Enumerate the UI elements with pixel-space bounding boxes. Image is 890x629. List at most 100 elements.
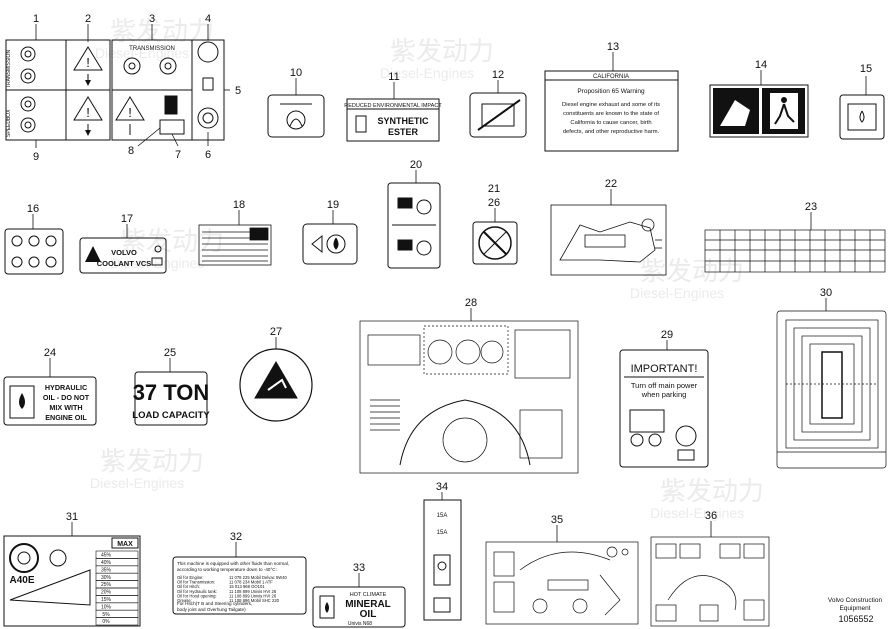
d33-line1: HOT CLIMATE xyxy=(350,592,387,598)
d24-line1: HYDRAULIC xyxy=(45,383,87,392)
decal-18 xyxy=(198,224,272,266)
fluid-value: 11 078 234 Mobil 1 ATF xyxy=(229,580,273,585)
grade-row-label: 30% xyxy=(101,575,112,581)
d32-fluid-rows: Oil for Engine: 11 078 225 Mobil Delvac 5… xyxy=(177,575,288,603)
decal-33: HOT CLIMATE MINERAL OIL Univis N68 xyxy=(312,586,406,628)
grade-row-label: 40% xyxy=(101,560,112,566)
watermark-cn: 紫发动力 xyxy=(110,16,214,46)
grade-row-cell xyxy=(95,617,139,626)
callout-34: 34 xyxy=(436,481,448,493)
grade-row-label: 5% xyxy=(102,612,110,618)
d31-max-header: MAX xyxy=(117,541,133,548)
callout-14: 14 xyxy=(755,59,767,71)
callout-26: 26 xyxy=(488,197,500,209)
decal-30 xyxy=(776,310,887,469)
d34-fuse2: 15A xyxy=(437,530,448,536)
fluid-value: 11 078 225 Mobil Delvac 5W40 xyxy=(229,575,288,580)
d29-line1: Turn off main power xyxy=(631,381,698,390)
d24-line3: MIX WITH xyxy=(49,403,82,412)
decal-17: ! VOLVO COOLANT VCS xyxy=(79,237,167,274)
footer-block: Volvo Construction Equipment 1056552 xyxy=(828,597,883,624)
d31-model: A40E xyxy=(9,575,34,586)
d31-grade-table: 45%40%35%30%25%20%15%10%5%0% xyxy=(95,550,139,626)
callout-30: 30 xyxy=(820,287,832,299)
callout-3: 3 xyxy=(149,13,155,25)
callout-16: 16 xyxy=(27,203,39,215)
callout-9: 9 xyxy=(33,151,39,163)
d25-line1: 37 TON xyxy=(133,380,210,405)
decal-35 xyxy=(485,541,639,625)
watermark-en: Diesel-Engines xyxy=(630,285,724,301)
decal-12 xyxy=(469,92,527,138)
watermark-en: Diesel-Engines xyxy=(380,65,474,81)
decal-15 xyxy=(839,94,885,140)
decal-24: HYDRAULIC OIL - DO NOT MIX WITH ENGINE O… xyxy=(3,376,97,426)
callout-36: 36 xyxy=(705,510,717,522)
d32-intro2: according to working temperature down to… xyxy=(177,567,277,572)
callout-19: 19 xyxy=(327,199,339,211)
callout-6: 6 xyxy=(205,149,211,161)
d11-line1: REDUCED ENVIRONMENTAL IMPACT xyxy=(344,103,442,109)
transmission-box-title: TRANSMISSION xyxy=(129,46,175,52)
d13-line2: constituents are known to the state of xyxy=(563,111,659,117)
callout-7: 7 xyxy=(175,149,181,161)
watermark-en: Diesel-Engines xyxy=(650,505,744,521)
grade-row-label: 10% xyxy=(101,604,112,610)
decal-13: CALIFORNIA Proposition 65 Warning Diesel… xyxy=(544,70,679,152)
grade-row-label: 45% xyxy=(101,553,112,559)
grade-row-label: 35% xyxy=(101,567,112,573)
decal-36 xyxy=(650,536,770,627)
d17-line2: COOLANT VCS xyxy=(97,259,152,268)
callout-24: 24 xyxy=(44,347,56,359)
d13-line3: California to cause cancer, birth xyxy=(570,120,651,126)
callout-33: 33 xyxy=(353,562,365,574)
fluid-label: Oil for Engine: xyxy=(177,575,204,580)
d32-footer1: For Hitch(T B and Steering cylinders, xyxy=(177,601,252,606)
callout-31: 31 xyxy=(66,511,78,523)
footer-company-2: Equipment xyxy=(839,605,870,612)
d34-fuse1: 15A xyxy=(437,513,448,519)
callout-20: 20 xyxy=(410,159,422,171)
decal-29: IMPORTANT! Turn off main power when park… xyxy=(619,349,709,468)
callout-23: 23 xyxy=(805,201,817,213)
decal-11: REDUCED ENVIRONMENTAL IMPACT SYNTHETIC E… xyxy=(344,98,442,142)
decal-25: 37 TON LOAD CAPACITY xyxy=(132,371,210,426)
decal-20 xyxy=(387,182,441,269)
grade-row-label: 25% xyxy=(101,582,112,588)
callout-12: 12 xyxy=(492,69,504,81)
d32-intro1: This machine is equipped with other flui… xyxy=(177,561,289,566)
d13-subtitle: Proposition 65 Warning xyxy=(577,88,645,95)
fluid-value: 15 013 968 GO101 xyxy=(229,584,265,589)
d33-line4: Univis N68 xyxy=(348,621,372,627)
svg-text:!: ! xyxy=(128,105,132,120)
d32-footer2: body joint and Overhung Tailgate) xyxy=(177,607,246,612)
watermark-cn: 紫发动力 xyxy=(640,256,744,286)
d17-line1: VOLVO xyxy=(111,248,137,257)
grade-row-label: 20% xyxy=(101,590,112,596)
svg-text:!: ! xyxy=(86,55,90,70)
watermark-en: Diesel-Engines xyxy=(95,45,189,61)
decal-10 xyxy=(267,94,325,138)
callout-15: 15 xyxy=(860,63,872,75)
d13-title: CALIFORNIA xyxy=(593,74,629,80)
callout-8: 8 xyxy=(128,145,134,157)
side-label-transmission: TRANSMISSION xyxy=(6,50,12,88)
callout-11: 11 xyxy=(388,71,399,83)
side-label-speedbox: SPEEDBOX xyxy=(6,109,12,137)
callout-32: 32 xyxy=(230,531,242,543)
decal-31: A40E MAX 45%40%35%30%25%20%15%10%5%0% xyxy=(3,535,141,627)
callout-22: 22 xyxy=(605,178,617,190)
d25-line2: LOAD CAPACITY xyxy=(132,410,210,421)
decal-21-26 xyxy=(472,221,518,265)
svg-text:!: ! xyxy=(86,105,90,120)
decal-14 xyxy=(709,84,809,138)
watermark-cn: 紫发动力 xyxy=(660,476,764,506)
callout-17: 17 xyxy=(121,213,133,225)
callout-35: 35 xyxy=(551,514,563,526)
fluid-label: Oil for Hydraulic tank: xyxy=(177,589,217,594)
callout-25: 25 xyxy=(164,347,176,359)
fluid-value: 11 108 899 Univis HVI 26 xyxy=(229,589,277,594)
decal-19 xyxy=(302,223,358,265)
fluid-label: Oil for Transmission: xyxy=(177,580,215,585)
